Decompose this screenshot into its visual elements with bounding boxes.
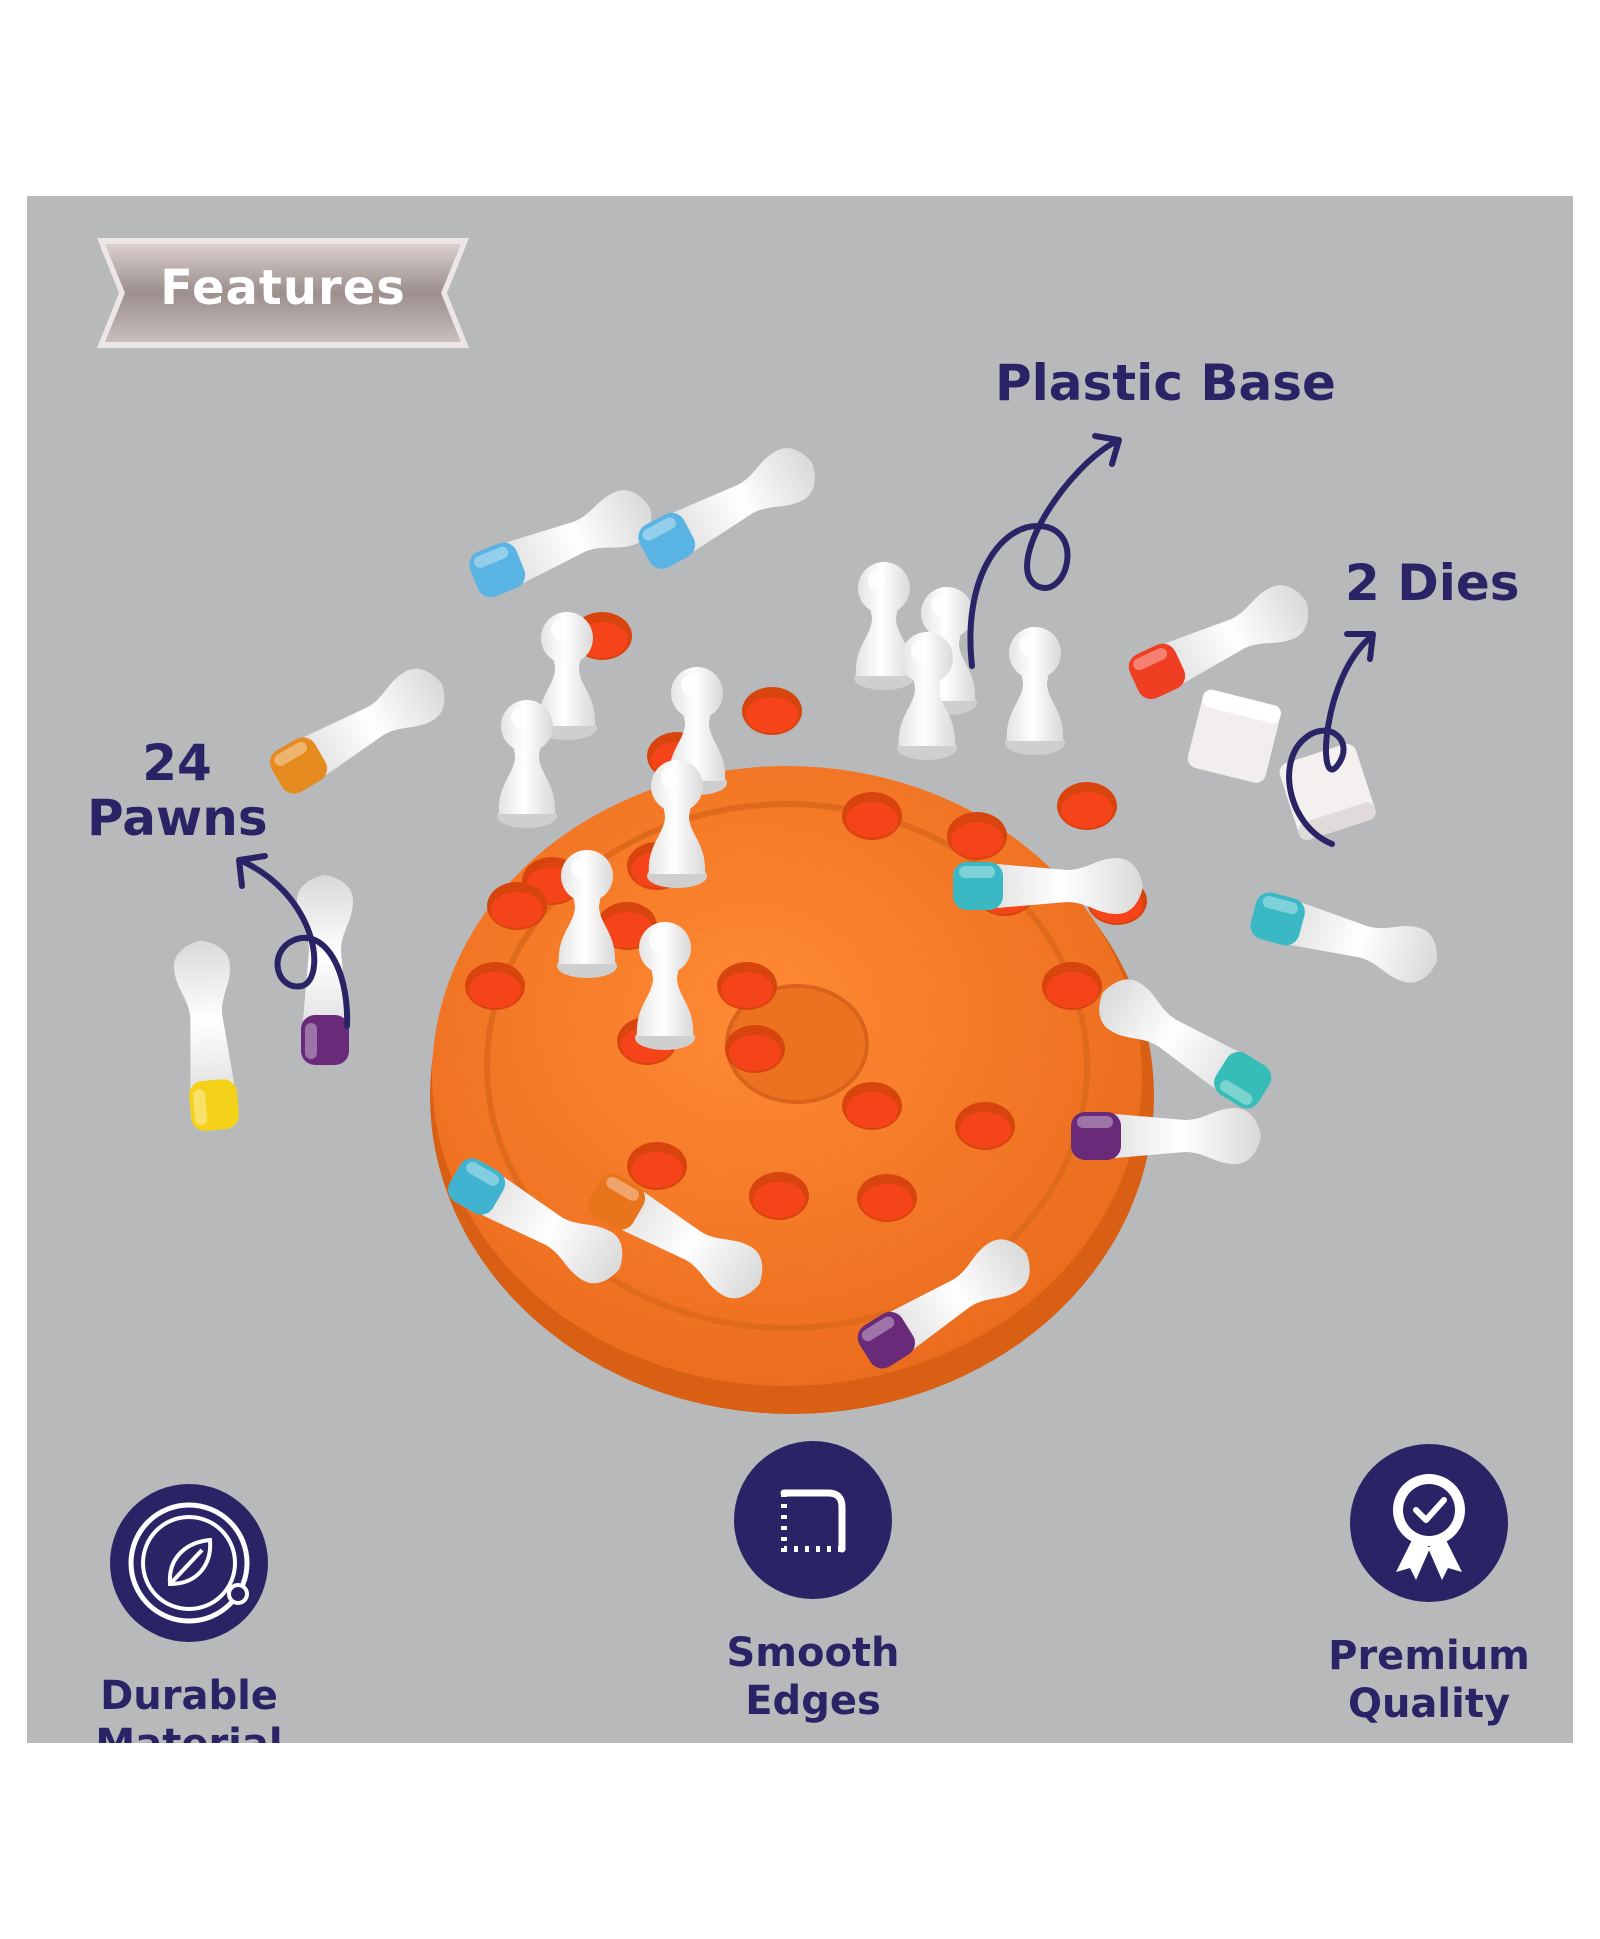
board-hole [627, 1142, 687, 1190]
lying-pawn [270, 668, 445, 794]
lying-pawns [174, 448, 1438, 1369]
standing-pawn [557, 850, 617, 978]
standing-pawn [854, 562, 914, 690]
feature-premium-quality: Premium Quality [1309, 1444, 1549, 1728]
board-hole [749, 1172, 809, 1220]
feature-label-line2: Quality [1347, 1681, 1511, 1727]
callout-arrows [236, 433, 1376, 1029]
standing-pawn [497, 700, 557, 828]
lying-pawn [638, 448, 815, 569]
callout-pawns-label: Pawns [87, 789, 268, 847]
lying-pawn [1099, 979, 1272, 1109]
board-game-illustration [174, 433, 1438, 1414]
callout-dies: 2 Dies [1345, 554, 1520, 612]
callout-plastic-base: Plastic Base [995, 354, 1336, 412]
board-hole [842, 792, 902, 840]
feature-label-line1: Premium [1328, 1633, 1530, 1679]
board-hole [1057, 782, 1117, 830]
standing-pawn [635, 922, 695, 1050]
leaf-circle-icon [110, 1484, 268, 1642]
board-hole [725, 1025, 785, 1073]
feature-label-line2: Edges [745, 1678, 881, 1724]
board-hole [947, 812, 1007, 860]
rounded-corner-icon [734, 1441, 892, 1599]
lying-pawn [588, 1173, 763, 1299]
feature-durable-material: Durable Material [69, 1484, 309, 1743]
feature-smooth-edges: Smooth Edges [693, 1441, 933, 1725]
callout-pawns: 24 Pawns [87, 734, 268, 847]
standing-pawn [647, 760, 707, 888]
lying-pawn [953, 858, 1143, 914]
feature-label-line2: Material [69, 1720, 309, 1743]
callout-pawns-count: 24 [142, 734, 212, 792]
lying-pawn [1128, 585, 1309, 700]
lying-pawn [1250, 892, 1438, 983]
feature-panel: Features Plastic Base 2 Dies 24 Pawns Du… [27, 196, 1573, 1743]
features-banner: Features [97, 238, 469, 348]
feature-label-line1: Durable [100, 1673, 278, 1719]
board-hole [465, 962, 525, 1010]
feature-label-line1: Smooth [726, 1630, 900, 1676]
board-hole [487, 882, 547, 930]
board-hole [742, 687, 802, 735]
standing-pawns [497, 562, 1065, 1050]
banner-shape [97, 238, 469, 348]
lying-pawn [448, 1158, 623, 1284]
board-hole [1042, 962, 1102, 1010]
lying-pawn [297, 875, 353, 1065]
lying-pawn [857, 1239, 1030, 1369]
board-hole [857, 1174, 917, 1222]
lying-pawn [174, 940, 239, 1131]
board-hole [717, 962, 777, 1010]
board-hole [955, 1102, 1015, 1150]
banner-title: Features [160, 260, 406, 316]
lying-pawn [1071, 1108, 1261, 1164]
award-ribbon-icon [1350, 1444, 1508, 1602]
board-hole [842, 1082, 902, 1130]
standing-pawn [1005, 627, 1065, 755]
lying-pawn [469, 490, 652, 598]
board-holes [465, 612, 1147, 1222]
dice [1187, 689, 1376, 841]
standing-pawn [897, 632, 957, 760]
